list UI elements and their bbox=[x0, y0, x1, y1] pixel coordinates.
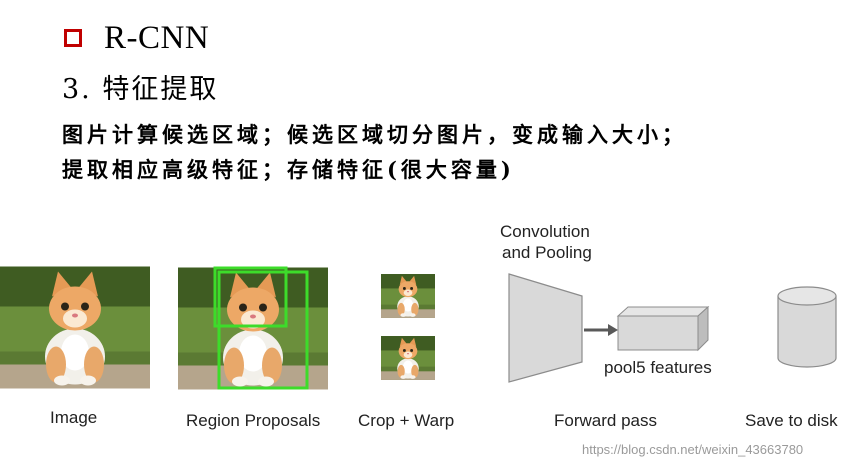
description-line-2: 提取相应高级特征；存储特征(很大容量) bbox=[62, 157, 515, 182]
conv-label-line-1: Convolution bbox=[500, 222, 590, 241]
conv-label-line-2: and Pooling bbox=[502, 243, 592, 262]
input-image bbox=[0, 266, 150, 389]
warped-crop-2 bbox=[381, 336, 435, 380]
watermark: https://blog.csdn.net/weixin_43663780 bbox=[582, 442, 804, 457]
caption-forward-pass: Forward pass bbox=[554, 411, 657, 430]
bullet-square-icon bbox=[64, 29, 82, 47]
description-line-1: 图片计算候选区域；候选区域切分图片，变成输入大小； bbox=[62, 122, 687, 147]
warped-crop-1 bbox=[381, 274, 435, 318]
proposal-box-1 bbox=[213, 266, 288, 328]
caption-image: Image bbox=[50, 408, 98, 427]
section-heading: 3. 特征提取 bbox=[62, 74, 219, 105]
proposal-box-2 bbox=[217, 270, 309, 390]
disk-cylinder-icon bbox=[777, 286, 837, 368]
caption-region-proposals: Region Proposals bbox=[186, 411, 321, 430]
feature-block bbox=[616, 305, 710, 352]
arrow-icon bbox=[584, 324, 618, 336]
caption-save-to-disk: Save to disk bbox=[745, 411, 838, 430]
region-proposals-image bbox=[178, 266, 328, 390]
conv-trapezoid bbox=[508, 273, 583, 383]
caption-crop-warp: Crop + Warp bbox=[358, 411, 455, 430]
features-label: pool5 features bbox=[604, 358, 712, 377]
page-title: R-CNN bbox=[104, 20, 210, 56]
